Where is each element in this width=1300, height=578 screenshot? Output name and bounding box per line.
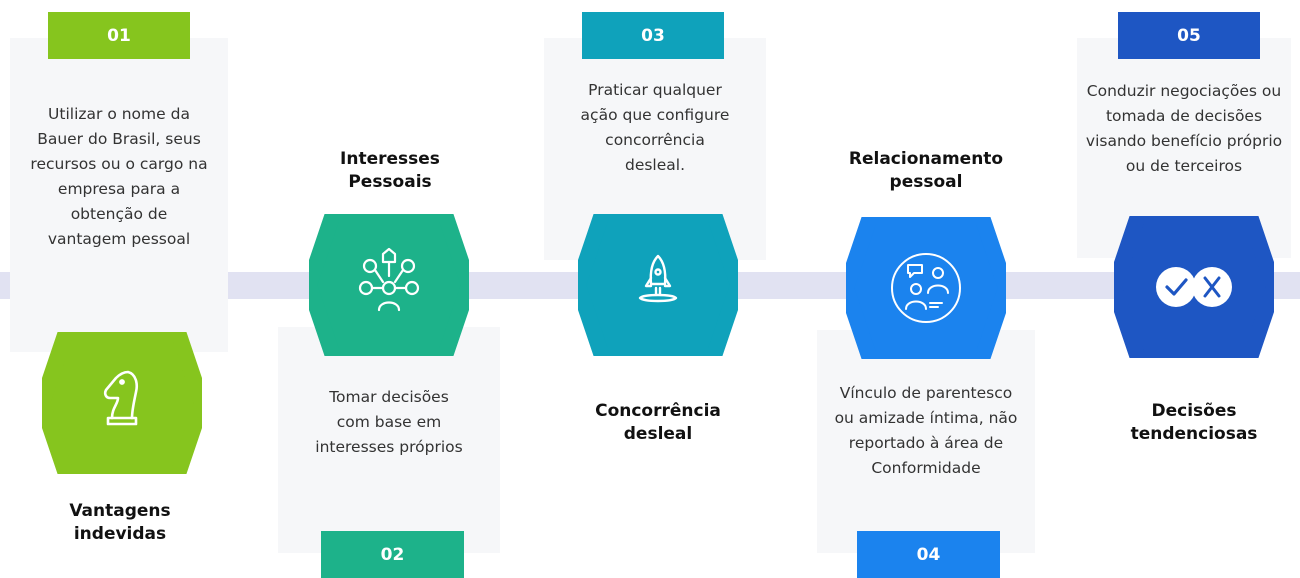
step-04-card	[817, 330, 1035, 553]
step-01-title: Vantagens indevidas	[69, 501, 171, 544]
chess-knight-icon	[103, 370, 139, 426]
step-04-title: Relacionamento pessoal	[848, 149, 1004, 192]
check-and-cross-icon	[1156, 267, 1232, 307]
step-04-description: Vínculo de parentesco ou amizade íntima,…	[834, 384, 1018, 477]
step-02-title: Interesses Pessoais	[340, 149, 440, 192]
rocket-icon	[638, 254, 678, 303]
step-02-card	[278, 327, 500, 553]
step-01-hexagon	[42, 332, 202, 474]
step-02-number-badge: 02	[321, 531, 464, 578]
step-03-description: Praticar qualquer ação que configure con…	[580, 81, 730, 174]
step-05-number-badge: 05	[1118, 12, 1260, 59]
step-03-number-badge: 03	[582, 12, 724, 59]
step-04-hexagon	[846, 217, 1006, 359]
step-03-title: Concorrência desleal	[595, 401, 721, 444]
personal-interests-icon	[358, 247, 420, 312]
step-01-number-badge: 01	[48, 12, 190, 59]
step-02-description: Tomar decisões com base em interesses pr…	[315, 388, 463, 456]
step-05-hexagon	[1114, 216, 1274, 358]
step-05-description: Conduzir negociações ou tomada de decisõ…	[1085, 82, 1283, 175]
step-04-number-badge: 04	[857, 531, 1000, 578]
step-01-description: Utilizar o nome da Bauer do Brasil, seus…	[30, 105, 208, 248]
step-05-title: Decisões tendenciosas	[1130, 401, 1258, 444]
step-03-hexagon	[578, 214, 738, 356]
step-02-hexagon	[309, 214, 469, 356]
step-01-card	[10, 38, 228, 352]
people-talking-icon	[891, 253, 961, 323]
